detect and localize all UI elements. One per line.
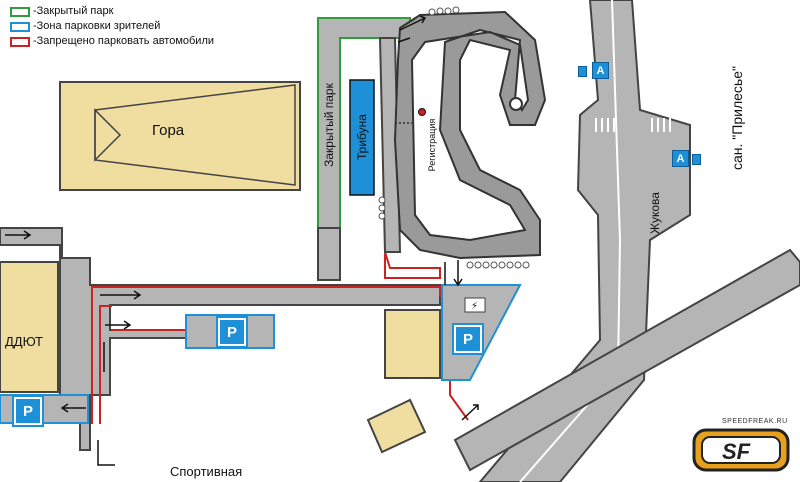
- sportivnaya-label: Спортивная: [170, 464, 243, 479]
- building-south: [366, 398, 427, 454]
- legend-item-spectator-parking: -Зона парковки зрителей: [10, 19, 214, 34]
- legend-swatch-green: [10, 6, 30, 17]
- ddyut-building: [0, 261, 59, 393]
- sanatorium-label: сан. "Прилесье": [729, 66, 745, 170]
- bus-stop-south: A: [672, 150, 689, 167]
- logo-url-text: SPEEDFREAK.RU: [722, 418, 788, 425]
- speedfreak-logo: SPEEDFREAK.RU SF: [692, 418, 792, 474]
- registration-label: Регистрация: [427, 118, 437, 172]
- tribune: [349, 79, 375, 196]
- legend-swatch-red: [10, 36, 30, 47]
- mountain-area: [59, 81, 301, 191]
- tire-barriers: [378, 6, 530, 269]
- logo-mark: SF: [692, 428, 790, 472]
- parking-marker-central: P: [216, 316, 248, 348]
- legend-item-no-parking: -Запрещено парковать автомобили: [10, 34, 214, 49]
- closed-park-label: Закрытый парк: [322, 83, 336, 167]
- logo-mark-text: SF: [722, 439, 751, 464]
- legend-label: -Запрещено парковать автомобили: [33, 35, 215, 47]
- legend-item-closed-park: -Закрытый парк: [10, 4, 214, 19]
- parking-marker-east: P: [452, 323, 484, 355]
- svg-text:⚡: ⚡: [471, 301, 478, 312]
- parking-marker-ddyut: P: [12, 395, 44, 427]
- direction-arrows: [5, 15, 479, 466]
- ddyut-label: ДДЮТ: [5, 334, 43, 349]
- zhukova-label: Жукова: [648, 192, 662, 234]
- bus-stop-north: A: [592, 62, 609, 79]
- building-east: [384, 309, 441, 379]
- legend-swatch-blue: [10, 21, 30, 32]
- mountain-label: Гора: [152, 122, 185, 139]
- power-box: [464, 297, 486, 313]
- bus-stop-post: [692, 154, 701, 165]
- closed-park: [317, 17, 411, 281]
- race-track: [393, 10, 547, 260]
- bus-stop-post: [578, 66, 587, 77]
- tribune-label: Трибуна: [355, 114, 369, 160]
- legend-label: -Зона парковки зрителей: [33, 20, 161, 32]
- legend: -Закрытый парк -Зона парковки зрителей -…: [10, 4, 214, 49]
- diagonal-road: [453, 248, 800, 472]
- legend-label: -Закрытый парк: [33, 5, 114, 17]
